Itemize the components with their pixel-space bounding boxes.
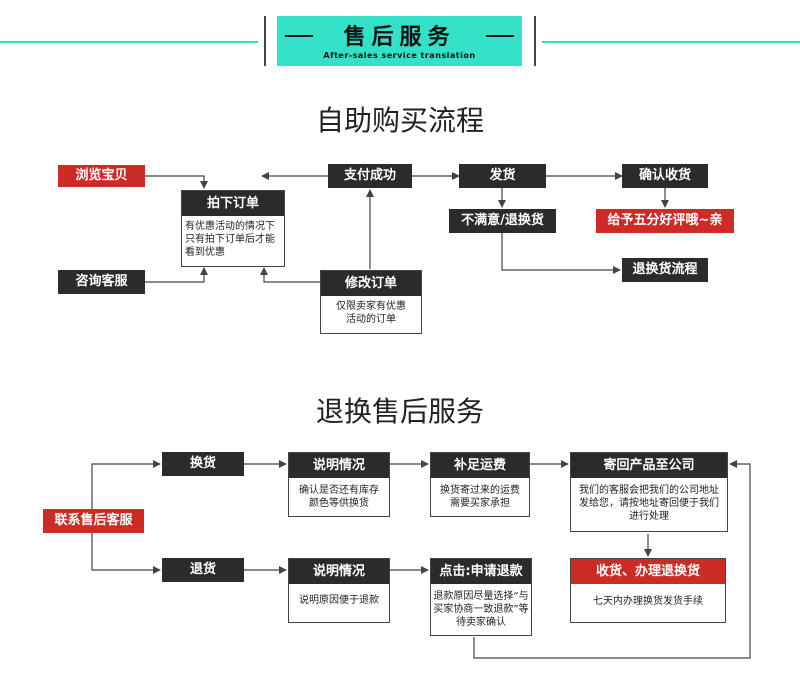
- mail-back-title: 寄回产品至公司: [571, 453, 727, 478]
- mail-back-card: 寄回产品至公司 我们的客服会把我们的公司地址发给您，请按地址寄回便于我们进行处理: [570, 452, 728, 532]
- place-order-card: 拍下订单 有优惠活动的情况下只有拍下订单后才能看到优惠: [181, 190, 285, 267]
- payment-success-box: 支付成功: [328, 164, 412, 188]
- refund-box: 退货: [162, 558, 244, 582]
- explain-refund-note: 说明原因便于退款: [299, 595, 379, 606]
- shipping-fee-note: 换货寄过来的运费需要买家承担: [440, 485, 520, 509]
- modify-order-card: 修改订单 仅限卖家有优惠活动的订单: [320, 270, 422, 334]
- modify-order-title: 修改订单: [321, 271, 421, 296]
- apply-refund-note: 退款原因尽量选择“与买家协商一致退款”等待卖家确认: [433, 591, 529, 628]
- explain-exchange-note: 确认是否还有库存颜色等供换货: [299, 485, 379, 509]
- browse-item-box: 浏览宝贝: [58, 165, 145, 187]
- confirm-receipt-box: 确认收货: [622, 164, 708, 188]
- place-order-title: 拍下订单: [182, 191, 284, 216]
- explain-exchange-card: 说明情况 确认是否还有库存颜色等供换货: [288, 452, 390, 517]
- section2-title: 退换售后服务: [315, 395, 484, 428]
- consult-service-box: 咨询客服: [58, 270, 145, 294]
- return-flow-box: 退换货流程: [622, 258, 708, 282]
- receive-return-note: 七天内办理换货发货手续: [593, 596, 703, 607]
- ship-box: 发货: [459, 164, 546, 188]
- receive-return-card: 收货、办理退换货 七天内办理换货发货手续: [570, 558, 726, 623]
- banner-dash-left: [285, 35, 313, 37]
- unsatisfied-return-box: 不满意/退换货: [449, 209, 556, 233]
- banner-dash-right: [486, 35, 514, 37]
- modify-order-note: 仅限卖家有优惠活动的订单: [336, 301, 406, 325]
- apply-refund-card: 点击:申请退款 退款原因尽量选择“与买家协商一致退款”等待卖家确认: [430, 558, 532, 636]
- banner-line-left: [0, 41, 258, 43]
- place-order-note: 有优惠活动的情况下只有拍下订单后才能看到优惠: [185, 221, 275, 258]
- section1-title: 自助购买流程: [315, 104, 484, 137]
- five-star-review-box: 给予五分好评哦~亲: [596, 209, 734, 233]
- explain-refund-card: 说明情况 说明原因便于退款: [288, 558, 390, 623]
- banner-title: 售后服务: [343, 24, 456, 50]
- apply-refund-title: 点击:申请退款: [431, 559, 531, 584]
- shipping-fee-title: 补足运费: [431, 453, 529, 478]
- explain-exchange-title: 说明情况: [289, 453, 389, 478]
- banner-bar-right: [534, 16, 536, 66]
- banner-subtitle: After-sales service translation: [323, 51, 476, 60]
- banner-line-right: [542, 41, 800, 43]
- header-banner: 售后服务 After-sales service translation: [277, 16, 522, 66]
- banner-bar-left: [264, 16, 266, 66]
- shipping-fee-card: 补足运费 换货寄过来的运费需要买家承担: [430, 452, 530, 517]
- contact-aftersales-box: 联系售后客服: [43, 509, 144, 533]
- mail-back-note: 我们的客服会把我们的公司地址发给您，请按地址寄回便于我们进行处理: [579, 485, 719, 522]
- receive-return-title: 收货、办理退换货: [571, 559, 725, 584]
- exchange-box: 换货: [162, 452, 244, 476]
- explain-refund-title: 说明情况: [289, 559, 389, 584]
